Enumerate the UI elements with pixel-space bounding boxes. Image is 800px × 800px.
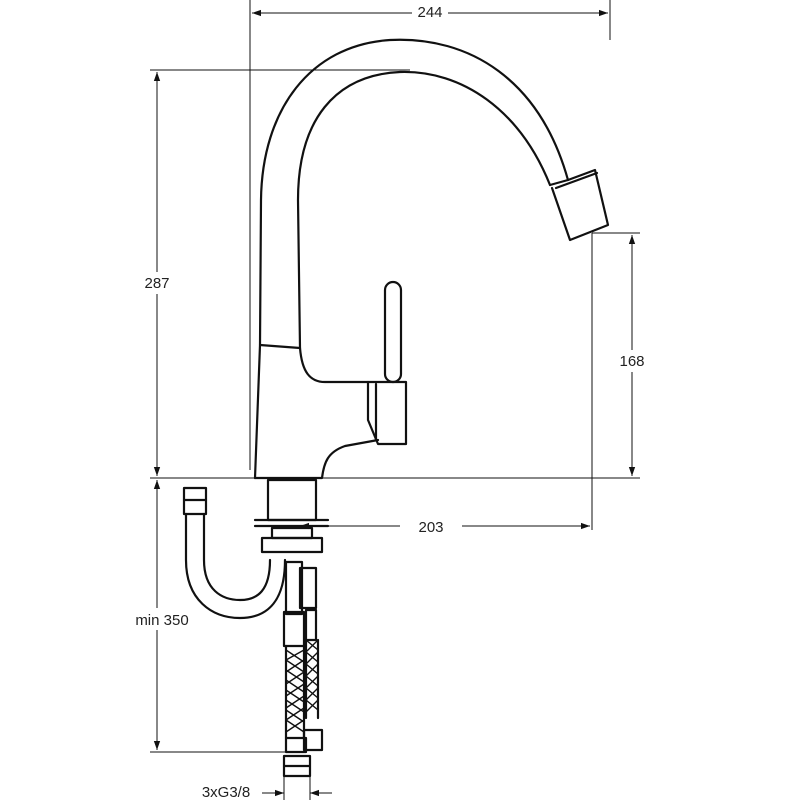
dimension-labels: 244 287 168 203 min 350 3xG3/8 <box>124 0 650 800</box>
supply-fitting-b <box>298 566 318 610</box>
supply-fitting-a <box>284 560 304 616</box>
mount-shank <box>266 478 318 522</box>
pullout-hose <box>182 486 287 620</box>
body-shoulder <box>298 346 370 384</box>
supply-end-collar <box>284 736 308 754</box>
supply-fitting-d <box>304 608 318 642</box>
spray-head <box>548 168 610 242</box>
label-overall-width: 244 <box>417 4 442 21</box>
label-spout-reach: 203 <box>418 519 443 536</box>
mount-washer <box>270 526 314 540</box>
spout-inner <box>296 70 552 350</box>
supply-hoses <box>282 560 324 778</box>
mount-nut <box>260 536 324 554</box>
dimension-lines <box>150 0 640 800</box>
faucet-body <box>253 38 610 480</box>
hose-loop-outer <box>184 512 287 620</box>
hose-loop-inner <box>202 512 272 602</box>
mounting-assembly <box>253 478 330 554</box>
supply-end-nut <box>282 754 312 778</box>
body-lower <box>253 438 380 480</box>
spray-head-seam <box>554 171 599 190</box>
column-joint <box>258 343 302 350</box>
braided-hose-left <box>285 649 305 733</box>
lever-stem <box>383 280 403 384</box>
supply-end-right <box>302 728 324 752</box>
lever-block <box>366 380 408 446</box>
label-overall-height: 287 <box>144 275 169 292</box>
label-connection: 3xG3/8 <box>202 784 250 800</box>
label-spout-height: 168 <box>619 353 644 370</box>
supply-fitting-c <box>282 610 306 648</box>
label-hose-length: min 350 <box>135 612 188 629</box>
braided-hose-right <box>305 639 319 713</box>
spout-outer <box>253 38 570 480</box>
